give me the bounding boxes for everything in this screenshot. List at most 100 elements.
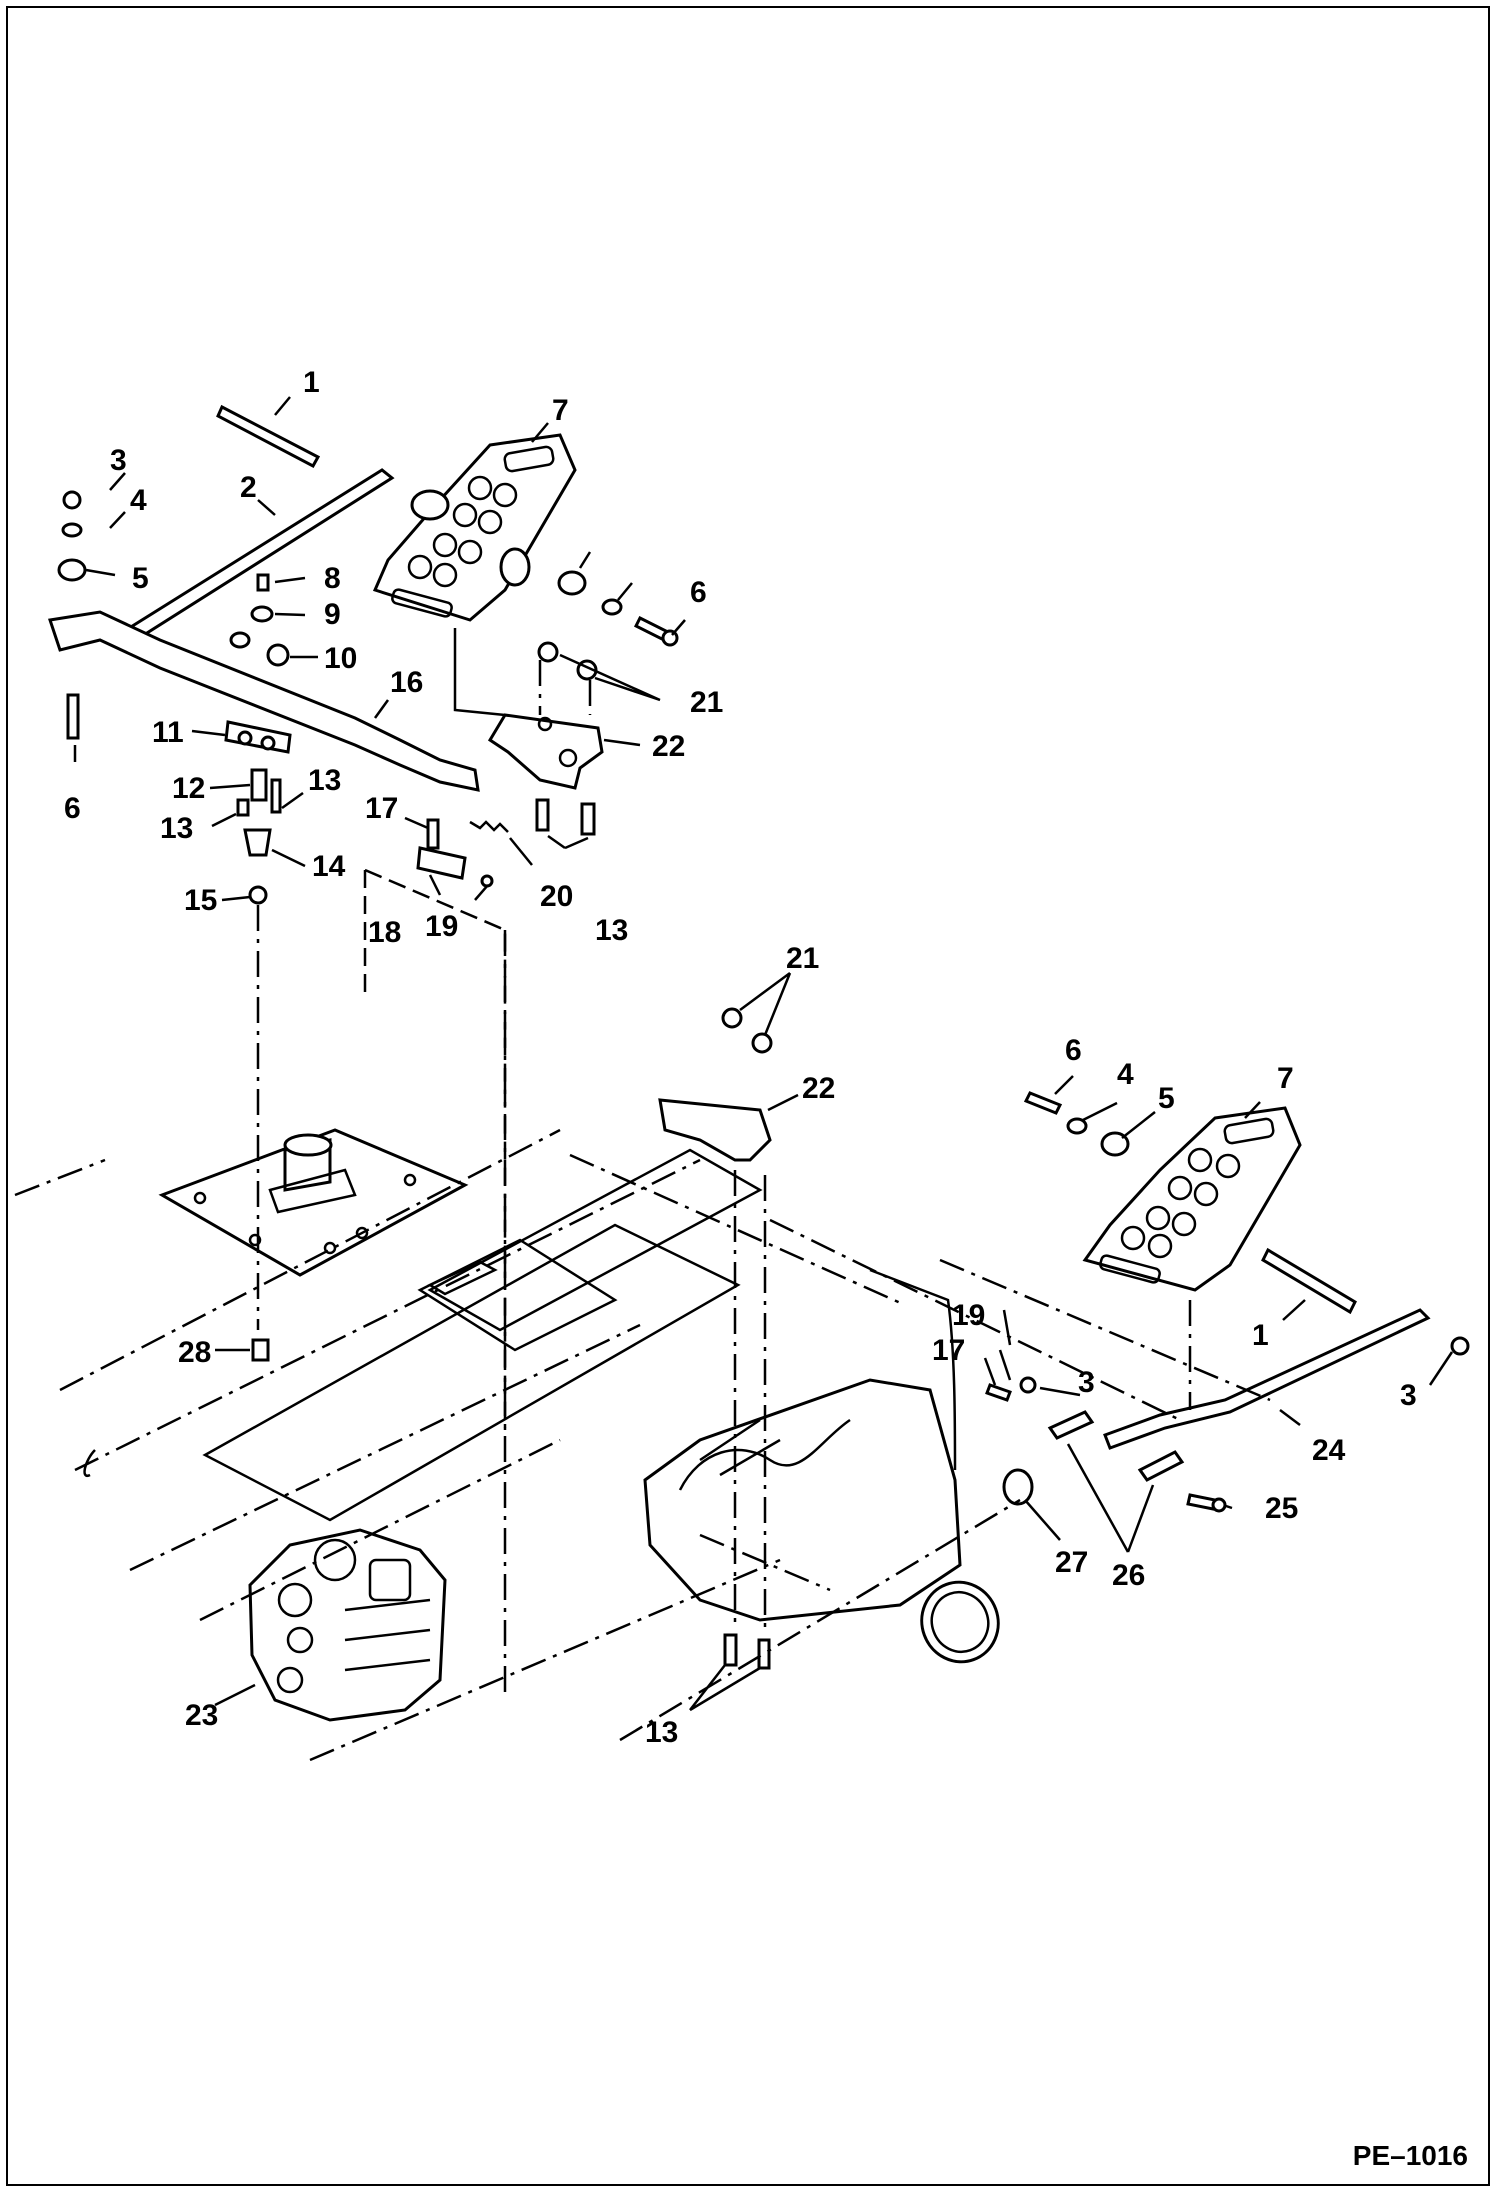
callout-6: 6 <box>64 792 81 825</box>
callout-13c: 13 <box>595 914 628 947</box>
bracket-hole-a <box>237 730 253 746</box>
callout-16: 16 <box>390 666 423 699</box>
callout-13a: 13 <box>160 812 193 845</box>
callout-1: 1 <box>303 366 320 399</box>
callout-r19: 19 <box>952 1299 985 1332</box>
callout-r3a: 3 <box>1400 1379 1417 1412</box>
bolt-part-13b <box>270 778 282 814</box>
bushing-part-14 <box>243 828 272 857</box>
callout-r21: 21 <box>786 942 819 975</box>
pin-part-17 <box>426 818 440 850</box>
bushing-part-5 <box>557 570 587 596</box>
pin-part-8 <box>256 573 270 592</box>
callout-r5: 5 <box>1158 1082 1175 1115</box>
callout-22: 22 <box>652 730 685 763</box>
callout-13b: 13 <box>308 764 341 797</box>
callout-r1: 1 <box>1252 1319 1269 1352</box>
bolt-part-13f <box>757 1638 771 1670</box>
bolt-head-part-25 <box>1211 1497 1227 1513</box>
pivot-rod-part-1 <box>216 404 321 469</box>
left-pedal-assembly <box>48 404 679 905</box>
callout-14: 14 <box>312 850 346 883</box>
callout-9: 9 <box>324 598 341 631</box>
frame-assembly <box>158 1128 1034 1722</box>
bushing-part-5-right <box>1100 1131 1130 1157</box>
housing-curve <box>678 1418 851 1491</box>
rocker-arm-part-16 <box>48 610 480 792</box>
callout-8: 8 <box>324 562 341 595</box>
right-pedal-plate-part-7 <box>1082 1106 1302 1292</box>
nut-part-21a <box>537 641 559 663</box>
pedal-hinge <box>499 547 531 587</box>
leader-lines <box>73 396 1454 1712</box>
assembly-lines <box>14 628 1271 1762</box>
nut-part-3 <box>62 490 82 510</box>
callout-3: 3 <box>110 444 127 477</box>
bolt-part-6-right <box>1023 1091 1063 1115</box>
callout-5: 5 <box>132 562 149 595</box>
bolt-part-13c <box>535 798 550 832</box>
nut-part-3-mid <box>1019 1376 1037 1394</box>
nut-part-3-right <box>1450 1336 1470 1356</box>
callout-6b: 6 <box>690 576 707 609</box>
valve-plate <box>158 1128 469 1277</box>
pump-part-23 <box>248 1528 447 1722</box>
bolt-part-13e <box>723 1633 738 1667</box>
callout-4: 4 <box>130 484 147 517</box>
callout-18: 18 <box>368 916 401 949</box>
washer-part-4-left <box>61 522 83 538</box>
bracket-part-11 <box>224 720 292 754</box>
clevis-part-26b <box>1137 1450 1185 1482</box>
bracket-slot-a <box>537 716 553 732</box>
callout-17: 17 <box>365 792 398 825</box>
bolt-part-13d <box>580 802 596 836</box>
callout-r4: 4 <box>1117 1058 1134 1091</box>
callout-r7: 7 <box>1277 1062 1294 1095</box>
callout-r6: 6 <box>1065 1034 1082 1067</box>
washer-part-9 <box>250 605 274 623</box>
right-pedal-assembly <box>658 1007 1470 1670</box>
right-pivot-rod-part-1 <box>1261 1247 1357 1315</box>
callout-11: 11 <box>152 716 184 749</box>
mount-bracket-part-22-right <box>658 1098 772 1162</box>
callout-r25: 25 <box>1265 1492 1298 1525</box>
bolt-part-25 <box>1186 1493 1217 1511</box>
seal-part-27 <box>1002 1468 1034 1506</box>
washer-part-4-right <box>1066 1117 1088 1135</box>
clevis-part-26a <box>1047 1410 1095 1440</box>
callout-r24: 24 <box>1312 1434 1346 1467</box>
pump-details <box>276 1538 431 1694</box>
callout-r3b: 3 <box>1078 1366 1095 1399</box>
bolt-part-6-left <box>66 693 80 740</box>
rocker-to-bracket-line <box>453 628 506 717</box>
mount-bracket-part-22 <box>487 713 604 790</box>
housing-edge <box>869 1268 957 1471</box>
pedal-plate-part-7 <box>372 433 577 622</box>
floor-plate-b <box>427 1148 763 1332</box>
pedal-holes <box>391 445 555 618</box>
callout-10: 10 <box>324 642 357 675</box>
callout-r23: 23 <box>185 1699 218 1732</box>
diagram-frame <box>6 6 1490 2186</box>
valve-cylinder-top <box>283 1133 333 1157</box>
nut-part-21c <box>721 1007 743 1029</box>
plug-part-28 <box>251 1338 270 1362</box>
bracket-hole-b <box>260 735 276 751</box>
callout-r22: 22 <box>802 1072 835 1105</box>
channel-panel <box>417 1238 618 1352</box>
bracket-slot-b <box>558 748 578 768</box>
nut-part-10 <box>266 643 290 667</box>
valve-base <box>268 1168 357 1214</box>
drive-shaft-housing <box>643 1378 962 1622</box>
callout-r27: 27 <box>1055 1546 1088 1579</box>
channel-slot <box>427 1260 498 1296</box>
washer-part-4 <box>601 598 623 616</box>
clip-part-18 <box>416 846 467 880</box>
callout-20: 20 <box>540 880 573 913</box>
nut-part-21d <box>751 1032 773 1054</box>
housing-band <box>699 1418 781 1477</box>
callout-2: 2 <box>240 471 257 504</box>
callout-12: 12 <box>172 772 205 805</box>
figure-reference: PE–1016 <box>1352 2140 1468 2171</box>
